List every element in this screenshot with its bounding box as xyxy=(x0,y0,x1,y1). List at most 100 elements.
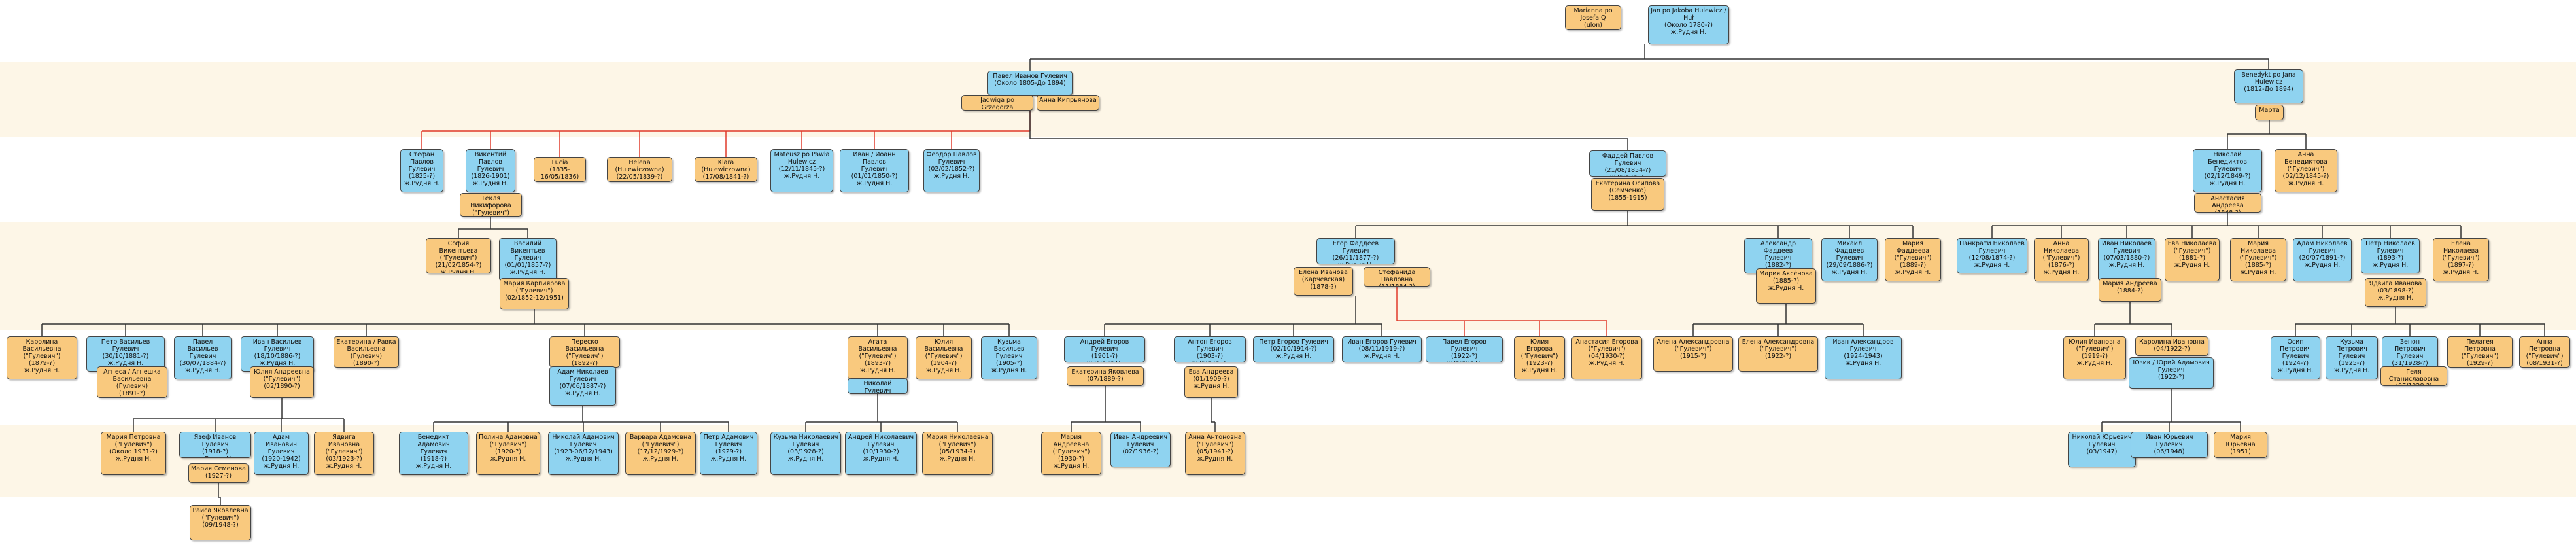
person-card-ivan-e[interactable]: Иван Егоров Гулевич(08/11/1919-?)ж.Рудня… xyxy=(1342,336,1422,362)
person-card-karolina[interactable]: Каролина Васильевна("Гулевич")(1879-?)ж.… xyxy=(7,336,77,379)
person-card-petr-e[interactable]: Петр Егоров Гулевич(02/10/1914-?)ж.Рудня… xyxy=(1253,336,1334,362)
person-card-ekaterina-o[interactable]: Екатерина Осипова(Семченко)(1855-1915) xyxy=(1591,178,1664,211)
person-card-sofia-v[interactable]: София Викентьева("Гулевич")(21/02/1854-?… xyxy=(426,238,491,274)
person-card-pavel[interactable]: Павел Иванов Гулевич(Около 1805-До 1894) xyxy=(987,71,1073,96)
person-card-yuzef-iv[interactable]: Язеф Иванов Гулевич(1918-?)ж.Рудня Н. xyxy=(179,432,251,458)
person-card-maria-k[interactable]: Мария Карпиярова("Гулевич")(02/1852-12/1… xyxy=(500,278,569,309)
person-card-yulia-an[interactable]: Юлия Андреевна("Гулевич")(02/1890-?) xyxy=(250,366,314,398)
person-card-yulia-e[interactable]: Юлия Егорова("Гулевич")(1923-?)ж.Рудня Н… xyxy=(1514,336,1565,379)
person-card-maria-p[interactable]: Мария Петровна("Гулевич")(Около 1931-?)ж… xyxy=(101,432,166,475)
person-card-tekla[interactable]: Текля Никифорова("Гулевич") xyxy=(460,193,522,217)
person-card-text: (1826-1901) xyxy=(471,173,510,180)
person-card-nikolay-g[interactable]: Николай Гулевич xyxy=(848,378,908,394)
person-card-egor[interactable]: Егор Фаддеев Гулевич(26/11/1877-?)ж.Рудн… xyxy=(1316,238,1395,264)
person-card-faddey[interactable]: Фаддей Павлов Гулевич(21/08/1854-?)ж.Руд… xyxy=(1589,150,1666,177)
person-card-gelya[interactable]: Геля Станиславовна(07/1928-?) xyxy=(2380,366,2447,386)
person-card-yulia-iv[interactable]: Юлия Ивановна("Гулевич")(1919-?)ж.Рудня … xyxy=(2063,336,2126,379)
person-card-jadwiga[interactable]: Jadwiga po Grzegorza xyxy=(961,95,1033,111)
person-card-elena-al[interactable]: Алена Александровна("Гулевич")(1915-?) xyxy=(1653,336,1733,372)
person-card-ivan-yu[interactable]: Иван Юрьевич Гулевич(06/1948) xyxy=(2131,432,2208,458)
person-card-helena[interactable]: Helena (Hulewiczowna)(22/05/1839-?)ж.Руд… xyxy=(607,157,672,182)
person-card-andrey-e[interactable]: Андрей Егоров Гулевич(1901-?)ж.Рудня Н. xyxy=(1064,336,1145,362)
person-card-polina-a[interactable]: Полина Адамовна("Гулевич")(1920-?)ж.Рудн… xyxy=(476,432,540,475)
person-card-text: (30/10/1881-?) xyxy=(102,353,149,360)
person-card-lucia[interactable]: Lucia(1835-16/05/1836)ж.Рудня Н. xyxy=(534,157,586,182)
person-card-anna-p[interactable]: Анна Петровна("Гулевич")(08/1931-?) xyxy=(2519,336,2570,368)
person-card-elena-iv[interactable]: Елена Иванова(Карчевская)(1878-?) xyxy=(1294,267,1353,296)
person-card-yadviga-iv[interactable]: Ядвига Иванова(03/1898-?)ж.Рудня Н. xyxy=(2365,278,2426,307)
person-card-maria-n[interactable]: Мария Николаева("Гулевич")(1885-?)ж.Рудн… xyxy=(2230,238,2286,281)
person-card-pelageya[interactable]: Пелагея Петровна("Гулевич")(1929-?) xyxy=(2447,336,2513,368)
person-card-yulia-v[interactable]: Юлия Васильевна("Гулевич")(1904-?)ж.Рудн… xyxy=(916,336,972,379)
person-card-yadviga-iv2[interactable]: Ядвига Ивановна("Гулевич")(03/1923-?)ж.Р… xyxy=(314,432,374,475)
person-card-anastasia-a[interactable]: Анастасия Андреева(1848-?) xyxy=(2194,193,2261,213)
person-card-anna-k[interactable]: Анна Кипрьянова xyxy=(1037,95,1099,111)
person-card-maria-a[interactable]: Мария Аксёнова(1885-?)ж.Рудня Н. xyxy=(1756,268,1816,304)
person-card-anton-e[interactable]: Антон Егоров Гулевич(1903-?)ж.Рудня Н. xyxy=(1174,336,1246,362)
person-card-elena-al2[interactable]: Елена Александровна("Гулевич")(1922-?) xyxy=(1738,336,1818,372)
person-card-maria-nik[interactable]: Мария Николаевна("Гулевич")(05/1934-?)ж.… xyxy=(922,432,993,475)
person-card-text: ж.Рудня Н. xyxy=(182,455,249,457)
person-card-alexandr-f[interactable]: Александр ФаддеевГулевич(1882-?)ж.Рудня … xyxy=(1744,238,1812,274)
person-card-marianna[interactable]: Marianna po Josefa Q(ulon) xyxy=(1565,5,1621,30)
person-card-anna-b[interactable]: Анна Бенедиктова("Гулевич")(02/12/1845-?… xyxy=(2275,149,2337,192)
person-card-praskoviya[interactable]: Переско Васильевна("Гулевич")(1892-?) xyxy=(549,336,620,368)
person-card-maria-andr[interactable]: Мария Андреева(1884-?) xyxy=(2099,278,2161,302)
person-card-elena-n[interactable]: Елена Николаева("Гулевич")(1897-?)ж.Рудн… xyxy=(2433,238,2489,281)
person-card-text: Юлия Ивановна xyxy=(2069,338,2121,345)
person-card-anna-n[interactable]: Анна Николаева("Гулевич")(1876-?)ж.Рудня… xyxy=(2034,238,2089,281)
person-card-stefanida[interactable]: Стефанида Павловна(11/1884-?) xyxy=(1364,267,1430,287)
person-card-maria-yu[interactable]: Мария Юрьевна(1951) xyxy=(2214,432,2267,458)
person-card-raisa[interactable]: Раиса Яковлевна("Гулевич")(09/1948-?) xyxy=(190,505,251,540)
person-card-ivan-v[interactable]: Иван Васильев Гулевич(18/10/1886-?)ж.Руд… xyxy=(241,336,314,372)
person-card-marta[interactable]: Марта xyxy=(2255,105,2284,120)
person-card-maria-an[interactable]: Мария Андреевна("Гулевич")(1930-?)ж.Рудн… xyxy=(1041,432,1101,475)
person-card-karolina-iv[interactable]: Каролина Ивановна(04/1922-?) xyxy=(2135,336,2208,356)
person-card-petr-v[interactable]: Петр Васильев Гулевич(30/10/1881-?)ж.Руд… xyxy=(86,336,165,372)
person-card-eva-n[interactable]: Ева Николаева("Гулевич")(1881-?)ж.Рудня … xyxy=(2165,238,2220,281)
person-card-maria-f[interactable]: Мария Фаддеева("Гулевич")(1889-?)ж.Рудня… xyxy=(1885,238,1941,281)
person-card-text: Ядвига Ивановна xyxy=(328,434,360,448)
person-card-anastasia-e[interactable]: Анастасия Егорова("Гулевич")(04/1930-?)ж… xyxy=(1571,336,1642,379)
person-card-varvara-a[interactable]: Варвара Адамовна("Гулевич")(17/12/1929-?… xyxy=(625,432,696,475)
person-card-agata[interactable]: Агата Васильевна("Гулевич")(1893-?)ж.Руд… xyxy=(848,336,908,379)
person-card-zenon-p[interactable]: Зенон ПетровичГулевич(31/1928-?)ж.Рудня … xyxy=(2382,336,2438,372)
person-card-anna-ant[interactable]: Анна Антоновна("Гулевич")(05/1941-?)ж.Ру… xyxy=(1185,432,1245,475)
person-card-pavel-e[interactable]: Павел Егоров Гулевич(1922-?)ж.Рудня Н. xyxy=(1426,336,1503,362)
person-card-jan[interactable]: Jan po Jakoba Hulewicz /Huł(Около 1780-?… xyxy=(1648,5,1729,44)
person-card-klara[interactable]: Klara (Hulewiczowna)(17/08/1841-?)ж.Рудн… xyxy=(695,157,757,182)
person-card-ekaterina-ya[interactable]: Екатерина Яковлева(07/1889-?) xyxy=(1067,366,1144,386)
person-card-maria-s[interactable]: Мария Семенова(1927-?) xyxy=(188,463,249,483)
person-card-eva-an[interactable]: Ева Андреева(01/1909-?)ж.Рудня Н. xyxy=(1184,366,1238,398)
